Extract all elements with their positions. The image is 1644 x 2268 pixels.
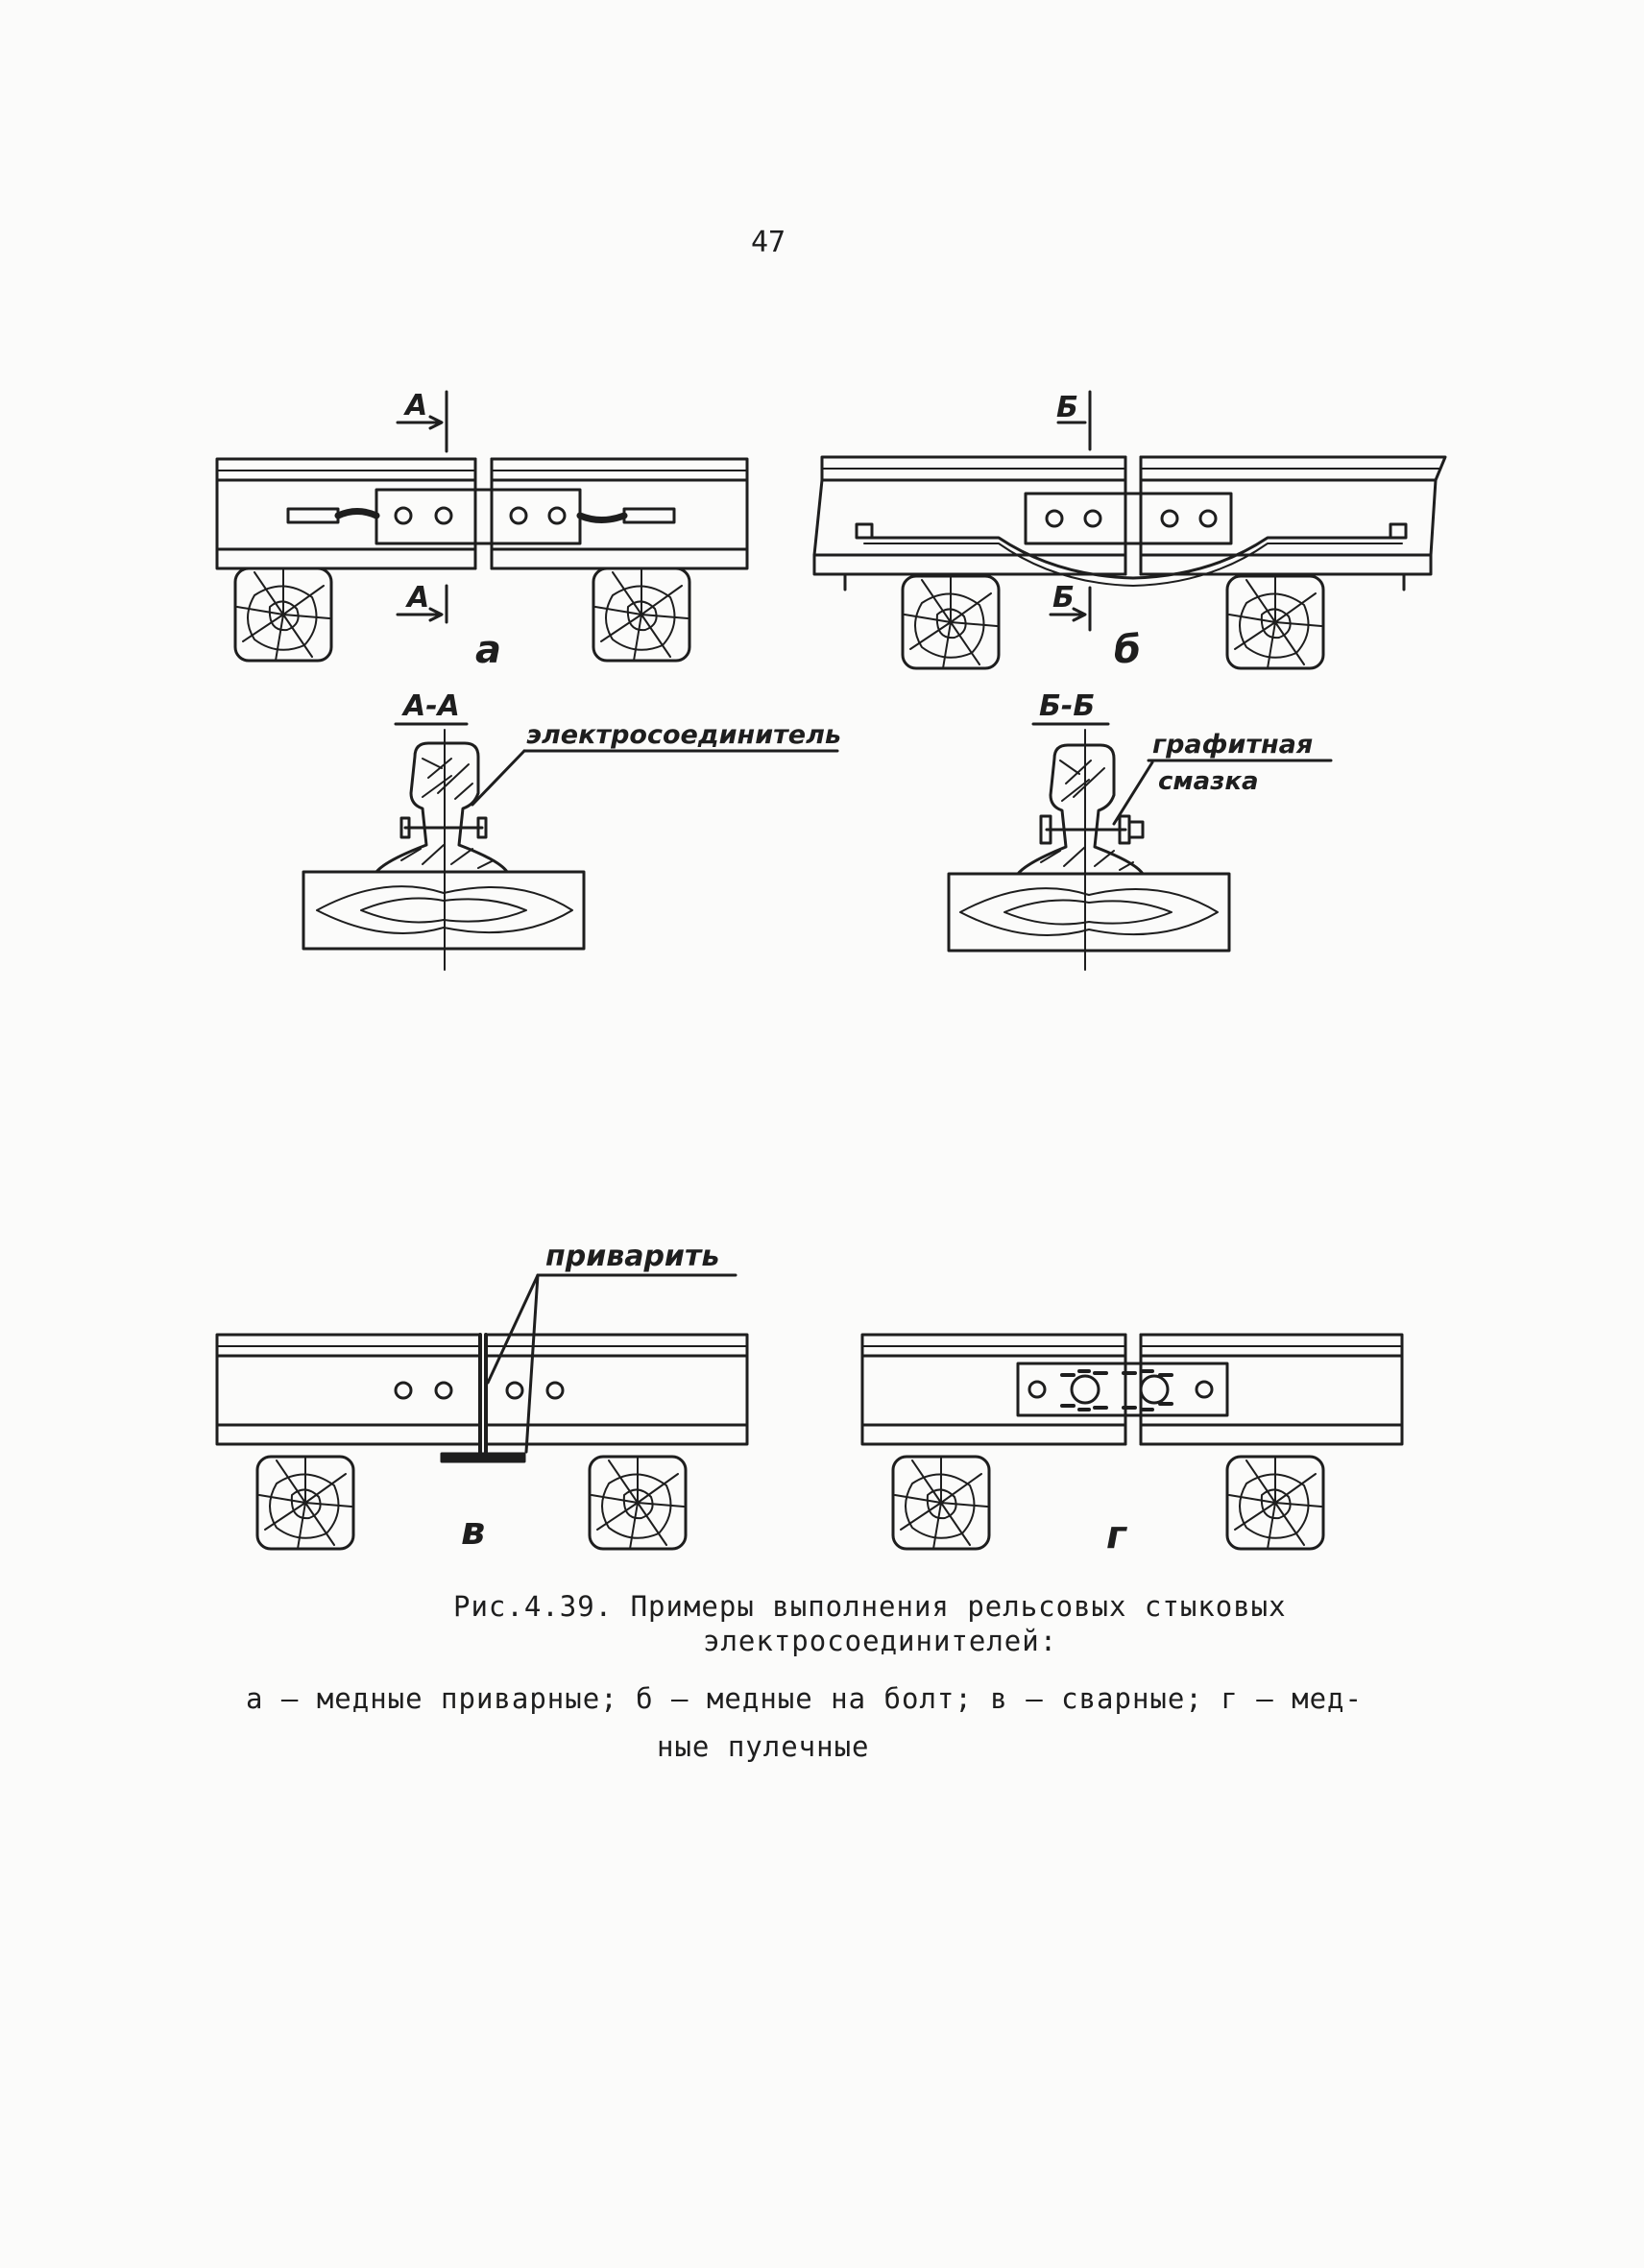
figure-b-side-view: Б Б б [812,390,1447,672]
section-b-b: Б-Б графитная смазка [947,689,1333,971]
page-number: 47 [751,226,786,259]
caption-title-line2: электросоединителей: [703,1625,1058,1657]
figure-a-label: а [475,628,501,672]
figure-v-side-view: приварить в [215,1240,749,1554]
section-a-a: А-А электросоединитель [302,689,841,971]
caption-legend-line2: ные пулечные [657,1730,870,1763]
callout-graphite-line2: смазка [1158,767,1259,796]
section-a-a-title: А-А [401,689,460,723]
caption-title-line1: Рис.4.39. Примеры выполнения рельсовых с… [453,1590,1287,1623]
callout-graphite-line1: графитная [1152,730,1313,760]
figure-a-side-view: А А а [215,389,749,672]
figure-g-label: г [1106,1513,1127,1557]
caption-legend-line1: а – медные приварные; б – медные на болт… [246,1682,1363,1715]
section-mark-a-bottom: А [405,581,429,615]
section-mark-a-top: А [403,389,427,422]
figure-b-label: б [1114,628,1141,672]
section-mark-b-bottom: Б [1052,581,1075,615]
callout-electroconnector: электросоединитель [526,720,841,750]
section-b-b-title: Б-Б [1039,689,1095,723]
section-mark-b-top: Б [1056,391,1078,424]
figure-v-label: в [461,1509,485,1554]
callout-weld: приварить [545,1240,719,1273]
figure-g-side-view: г [860,1333,1404,1557]
